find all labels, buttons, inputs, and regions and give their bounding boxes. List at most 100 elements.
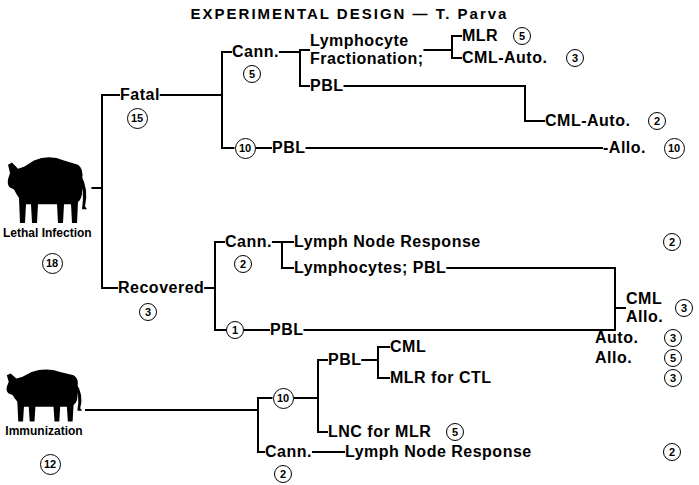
step-text: MLR for CTL <box>390 369 491 387</box>
count-circle: 2 <box>648 112 666 130</box>
bracket-line <box>304 308 627 330</box>
step-text: MLR <box>462 27 498 45</box>
count-circle: 10 <box>235 138 256 159</box>
count-circle: 3 <box>566 49 584 67</box>
count-circle: 5 <box>243 65 261 83</box>
count-circle: 3 <box>664 329 682 347</box>
step-label: Auto. <box>595 329 638 347</box>
step-text: Lymph Node Response <box>345 443 532 461</box>
bracket-line <box>446 268 626 308</box>
count-number: 10 <box>239 143 251 154</box>
step-text: PBL <box>328 351 362 369</box>
count-circle: 5 <box>664 349 682 367</box>
step-label: MLR <box>462 27 498 45</box>
bull-body <box>7 369 78 421</box>
count-circle: 12 <box>40 454 61 475</box>
bracket-line <box>294 398 329 432</box>
bracket-line <box>92 188 118 288</box>
step-text: LNC for MLR <box>328 423 431 441</box>
bracket-line <box>294 360 329 398</box>
step-label: LNC for MLR <box>328 423 431 441</box>
bracket-line <box>160 95 235 148</box>
bracket-line <box>256 147 273 149</box>
count-circle: 2 <box>663 233 681 251</box>
count-circle: 1 <box>226 321 244 339</box>
step-label: Cann. <box>232 43 279 61</box>
step-text: CML Allo. <box>626 290 663 326</box>
count-number: 5 <box>670 353 676 364</box>
step-text: Lethal Infection <box>3 226 92 240</box>
count-number: 5 <box>452 427 458 438</box>
count-circle: 5 <box>446 423 464 441</box>
count-number: 3 <box>670 333 676 344</box>
count-circle: 15 <box>127 108 148 129</box>
count-circle: 3 <box>139 303 157 321</box>
count-circle: 10 <box>273 388 294 409</box>
bracket-line <box>362 347 391 360</box>
step-label: -Allo. <box>603 139 646 157</box>
step-label: Lymphocyte Fractionation; <box>310 32 424 68</box>
step-text: Cann. <box>232 43 279 61</box>
step-label: PBL <box>310 77 344 95</box>
count-number: 3 <box>572 53 578 64</box>
step-text: PBL <box>272 139 306 157</box>
count-circle: 3 <box>675 299 693 317</box>
step-text: Allo. <box>595 349 632 367</box>
step-label: MLR for CTL <box>390 369 491 387</box>
step-text: -Allo. <box>603 139 646 157</box>
group-label: Immunization <box>3 362 85 438</box>
step-label: CML-Auto. <box>545 112 630 130</box>
step-text: Lymph Node Response <box>294 233 481 251</box>
step-text: CML-Auto. <box>545 112 630 130</box>
count-circle: 3 <box>664 369 682 387</box>
bracket-line <box>92 95 120 188</box>
bracket-line <box>424 36 462 50</box>
bull-tail <box>79 175 87 209</box>
bracket-line <box>204 288 226 330</box>
step-label: Lymphocytes; PBL <box>294 259 446 277</box>
count-number: 5 <box>519 31 525 42</box>
step-label: Cann. <box>225 233 272 251</box>
bracket-line <box>312 451 345 453</box>
bracket-line <box>424 50 462 58</box>
count-number: 2 <box>654 116 660 127</box>
step-text: Lymphocyte Fractionation; <box>310 32 424 68</box>
step-text: Cann. <box>265 443 312 461</box>
step-text: CML <box>390 338 426 356</box>
bracket-line <box>344 86 546 121</box>
bracket-line <box>362 360 391 378</box>
step-label: Recovered <box>118 279 204 297</box>
count-number: 2 <box>280 469 286 480</box>
bull-tail <box>75 383 83 410</box>
step-label: CML <box>390 338 426 356</box>
bracket-line <box>204 242 225 288</box>
bracket-line <box>85 398 273 410</box>
count-number: 10 <box>668 143 680 154</box>
diagram-title: EXPERIMENTAL DESIGN — T. Parva <box>0 5 699 23</box>
count-circle: 2 <box>663 443 681 461</box>
step-text: PBL <box>270 321 304 339</box>
bracket-line <box>85 410 265 452</box>
count-number: 2 <box>669 447 675 458</box>
step-label: Lymph Node Response <box>345 443 532 461</box>
bracket-line <box>306 147 604 149</box>
count-number: 15 <box>131 113 143 124</box>
count-number: 2 <box>669 237 675 248</box>
count-number: 12 <box>44 459 56 470</box>
step-label: CML Allo. <box>626 290 663 326</box>
step-text: Auto. <box>595 329 638 347</box>
count-circle: 2 <box>274 465 292 483</box>
step-label: PBL <box>270 321 304 339</box>
bracket-line <box>279 52 310 86</box>
bull-body <box>8 157 83 223</box>
step-text: Fatal <box>120 86 160 104</box>
count-number: 5 <box>249 69 255 80</box>
step-label: Lymph Node Response <box>294 233 481 251</box>
count-number: 1 <box>232 325 238 336</box>
step-label: Fatal <box>120 86 160 104</box>
bull-silhouette <box>3 362 85 424</box>
step-text: Cann. <box>225 233 272 251</box>
group-label: Lethal Infection <box>3 148 92 240</box>
step-text: PBL <box>310 77 344 95</box>
